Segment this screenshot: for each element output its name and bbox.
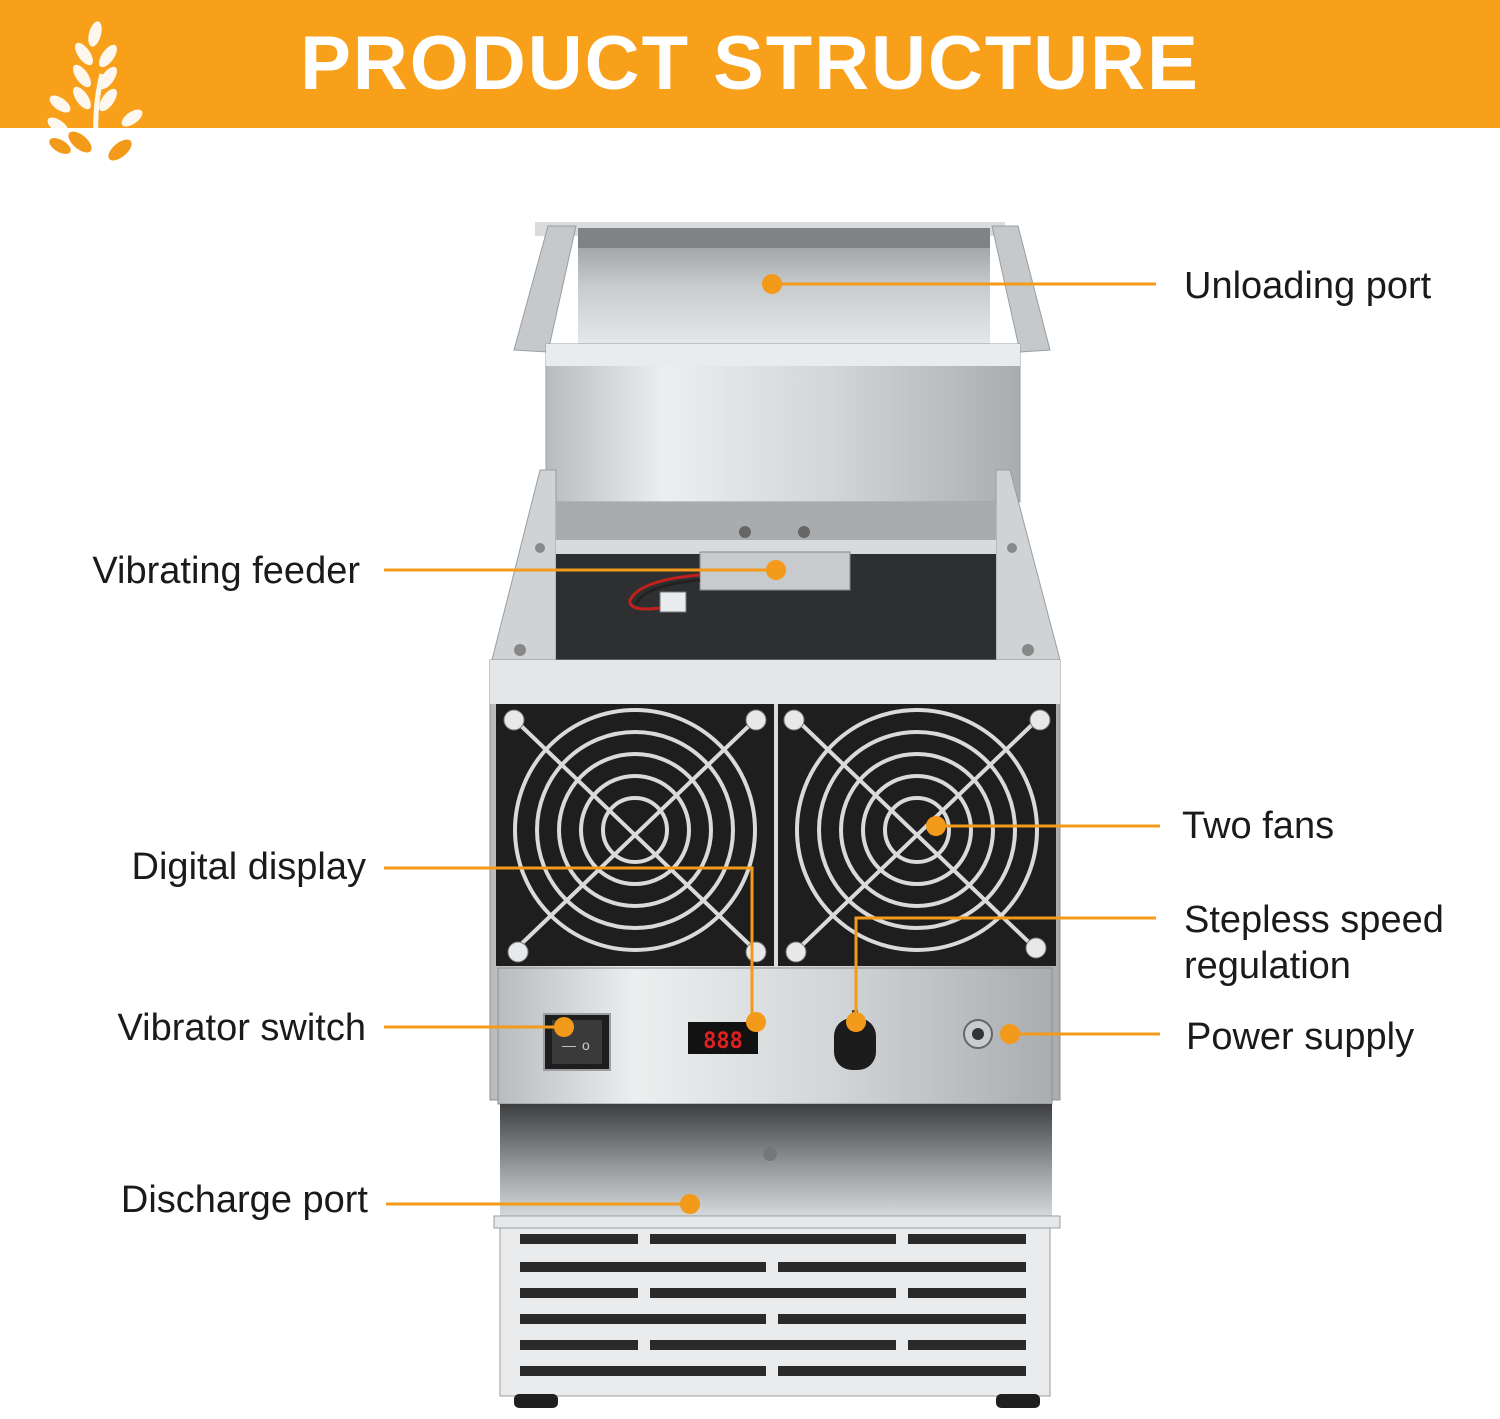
base-vents bbox=[499, 1227, 1051, 1408]
svg-text:—: — bbox=[562, 1037, 576, 1053]
label-vibrating-feeder: Vibrating feeder bbox=[92, 550, 360, 592]
svg-text:o: o bbox=[582, 1037, 590, 1053]
label-two-fans: Two fans bbox=[1182, 805, 1335, 847]
upper-body bbox=[491, 469, 1061, 662]
discharge-tray bbox=[493, 1104, 1061, 1229]
fan-screws bbox=[503, 709, 1051, 963]
label-discharge-port: Discharge port bbox=[120, 1179, 368, 1221]
label-digital-display: Digital display bbox=[131, 846, 366, 888]
fan-right bbox=[795, 708, 1039, 952]
fan-left bbox=[513, 708, 757, 952]
label-unloading-port: Unloading port bbox=[1184, 265, 1432, 307]
label-stepless-speed: Stepless speed regulation bbox=[1184, 898, 1444, 988]
page-title: PRODUCT STRUCTURE bbox=[300, 21, 1200, 106]
hopper bbox=[513, 222, 1051, 503]
label-vibrator-switch: Vibrator switch bbox=[117, 1007, 366, 1049]
display-readout: 888 bbox=[703, 1029, 743, 1054]
control-panel: — o bbox=[497, 967, 1053, 1105]
label-stepless-speed-line2: regulation bbox=[1184, 945, 1351, 987]
header-banner: PRODUCT STRUCTURE bbox=[0, 0, 1500, 163]
label-power-supply: Power supply bbox=[1186, 1016, 1415, 1058]
callout-dots bbox=[554, 274, 1020, 1214]
wheat-icon bbox=[47, 21, 147, 163]
callout-lines bbox=[384, 282, 1160, 1206]
label-stepless-speed-line1: Stepless speed bbox=[1184, 899, 1444, 941]
